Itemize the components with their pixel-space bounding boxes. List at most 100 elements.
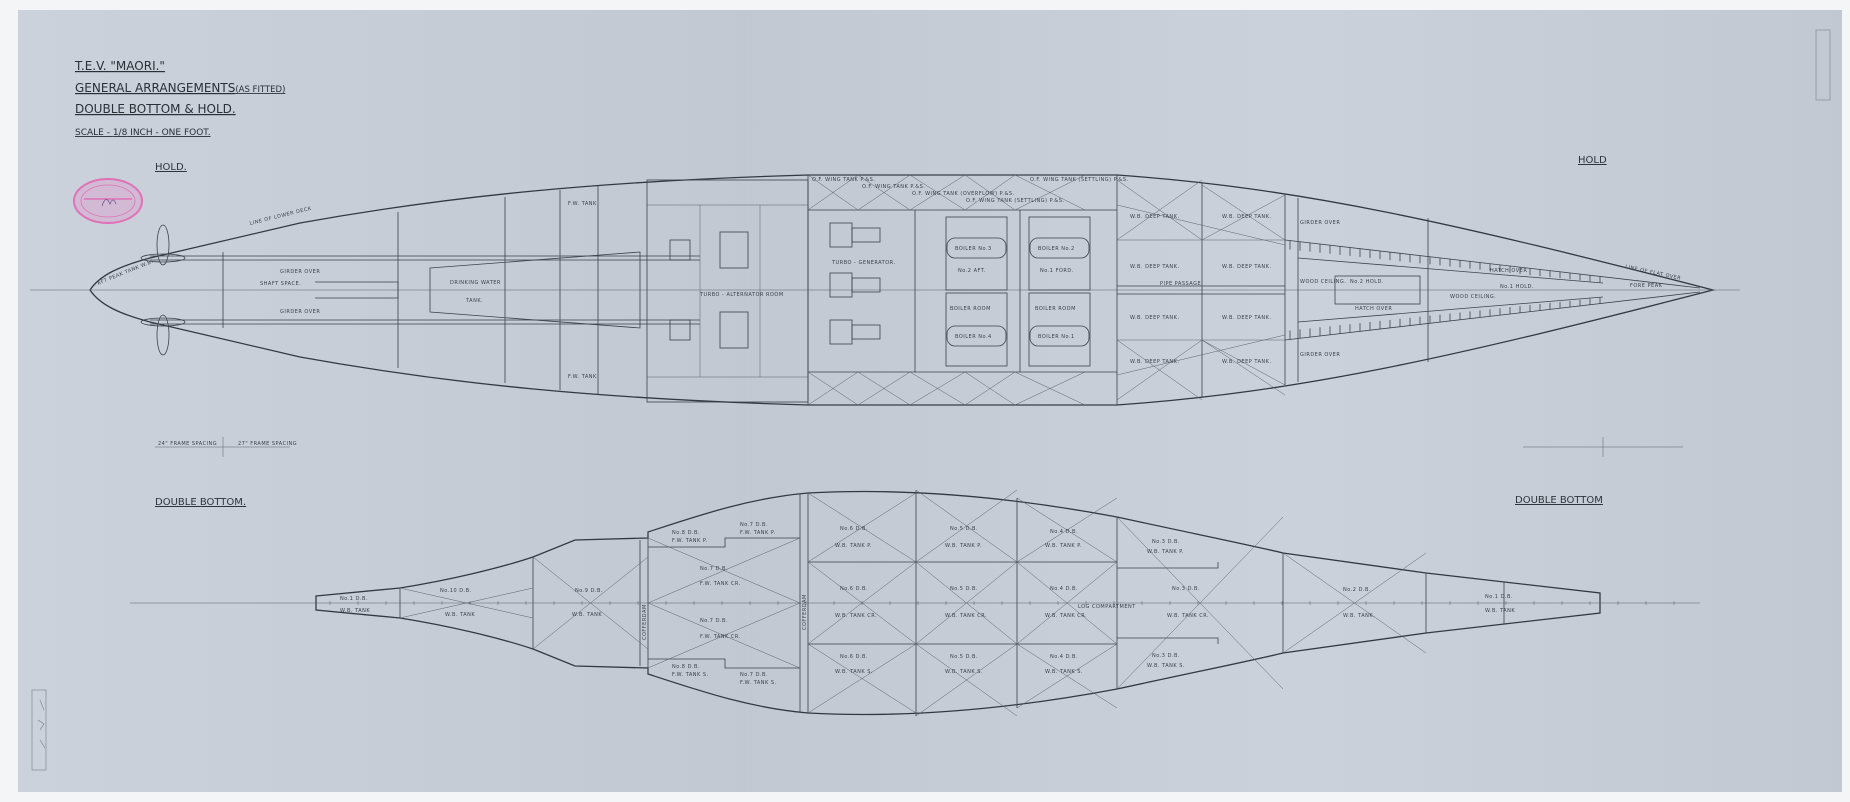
label: W.B. TANK S. bbox=[1045, 669, 1083, 675]
label: No.6 D.B. bbox=[840, 526, 868, 532]
label: No.9 D.B. bbox=[575, 588, 603, 594]
label: No.7 D.B. bbox=[700, 618, 728, 624]
label: W.B. TANK P. bbox=[945, 543, 982, 549]
hold-frames bbox=[1289, 240, 1601, 340]
tank-diagonal bbox=[915, 561, 1018, 645]
label: W.B. DEEP TANK. bbox=[1130, 315, 1180, 321]
label: BOILER No.1 bbox=[1038, 334, 1075, 340]
label: BOILER ROOM bbox=[950, 306, 991, 312]
frame-spacing-marker: 24" FRAME SPACING 27" FRAME SPACING bbox=[155, 437, 1683, 457]
label: W.B. DEEP TANK. bbox=[1130, 214, 1180, 220]
label: W.B. TANK CR. bbox=[945, 613, 987, 619]
hold-plan bbox=[30, 174, 1740, 406]
label: W.B. TANK bbox=[340, 608, 370, 614]
label: F.W. TANK CR. bbox=[700, 581, 741, 587]
label: W.B. DEEP TANK. bbox=[1130, 264, 1180, 270]
label: No.6 D.B. bbox=[840, 586, 868, 592]
label: W.B. DEEP TANK. bbox=[1222, 359, 1272, 365]
hold-heading-right: HOLD bbox=[1578, 155, 1607, 166]
label: No.1 D.B. bbox=[340, 596, 368, 602]
turbo-generators bbox=[829, 222, 881, 345]
double-bottom-heading-right: DOUBLE BOTTOM bbox=[1515, 495, 1603, 506]
double-bottom-heading-left: DOUBLE BOTTOM. bbox=[155, 497, 246, 508]
tank-diagonal bbox=[915, 643, 1018, 717]
label: COFFERDAM bbox=[642, 604, 648, 640]
tank-diagonal bbox=[647, 602, 801, 669]
label: No.10 D.B. bbox=[440, 588, 472, 594]
label: O.F. WING TANK (SETTLING) P.&S. bbox=[1030, 177, 1129, 183]
label: F.W. TANK CR. bbox=[700, 634, 741, 640]
tank-diagonal bbox=[1016, 561, 1118, 645]
double-bottom-plan bbox=[130, 489, 1700, 717]
hold-labels: LINE OF LOWER DECK AFT PEAK TANK W.B. SH… bbox=[97, 177, 1682, 380]
engine-room bbox=[646, 179, 809, 403]
label: No.5 D.B. bbox=[950, 586, 978, 592]
tank-diagonal bbox=[807, 643, 917, 714]
label: F.W. TANK P. bbox=[740, 530, 776, 536]
label: W.B. DEEP TANK. bbox=[1130, 359, 1180, 365]
label: LINE OF FLAT OVER bbox=[1625, 264, 1682, 282]
label: LOG COMPARTMENT bbox=[1078, 604, 1136, 610]
label: GIRDER OVER bbox=[1300, 220, 1340, 226]
label: TURBO - ALTERNATOR ROOM bbox=[699, 292, 784, 298]
label: No.4 D.B. bbox=[1050, 529, 1078, 535]
tank-diagonal bbox=[915, 489, 1018, 563]
pencil-annotation bbox=[31, 29, 1831, 771]
label: F.W. TANK P. bbox=[672, 538, 708, 544]
approval-stamp bbox=[73, 178, 143, 224]
tank-diagonal bbox=[1016, 643, 1118, 709]
label: No.4 D.B. bbox=[1050, 586, 1078, 592]
label: AFT PEAK TANK W.B. bbox=[97, 259, 155, 287]
boilers bbox=[945, 216, 1091, 367]
label: No.3 D.B. bbox=[1152, 539, 1180, 545]
label: W.B. TANK. bbox=[1343, 613, 1375, 619]
label: PIPE PASSAGE bbox=[1160, 281, 1201, 287]
label: BOILER ROOM bbox=[1035, 306, 1076, 312]
label: No.1 FORD. bbox=[1040, 268, 1074, 274]
label: COFFERDAM bbox=[802, 594, 808, 630]
label: GIRDER OVER bbox=[1300, 352, 1340, 358]
title-scale: SCALE - 1/8 INCH - ONE FOOT. bbox=[75, 128, 211, 138]
propeller-port bbox=[140, 224, 186, 266]
label: No.3 D.B. bbox=[1152, 653, 1180, 659]
label: BOILER No.4 bbox=[955, 334, 992, 340]
label: GIRDER OVER bbox=[280, 269, 320, 275]
tank-diagonal bbox=[1116, 516, 1284, 690]
label: No.3 D.B. bbox=[1172, 586, 1200, 592]
title-block: T.E.V. "MAORI." GENERAL ARRANGEMENTS(AS … bbox=[74, 59, 285, 138]
double-bottom-labels: No.1 D.B. W.B. TANK No.10 D.B. W.B. TANK… bbox=[340, 522, 1515, 686]
title-ship-name: T.E.V. "MAORI." bbox=[74, 59, 165, 73]
label: F.W. TANK S. bbox=[740, 680, 777, 686]
label: BOILER No.3 bbox=[955, 246, 992, 252]
label: No.7 D.B. bbox=[740, 672, 768, 678]
tank-diagonal bbox=[647, 537, 801, 604]
tank-diagonal bbox=[1016, 497, 1118, 563]
label: O.F. WING TANK P.&S. bbox=[862, 184, 925, 190]
frame-spacing-right-label: 27" FRAME SPACING bbox=[238, 441, 297, 447]
label: W.B. TANK CR. bbox=[1045, 613, 1087, 619]
label: W.B. TANK P. bbox=[1045, 543, 1082, 549]
label: No.5 D.B. bbox=[950, 526, 978, 532]
label: W.B. DEEP TANK. bbox=[1222, 264, 1272, 270]
frame-spacing-left-label: 24" FRAME SPACING bbox=[158, 441, 217, 447]
label: WOOD CEILING. bbox=[1300, 279, 1346, 285]
title-drawing-subject: DOUBLE BOTTOM & HOLD. bbox=[75, 102, 236, 116]
label: F.W. TANK bbox=[568, 374, 597, 380]
tank-diagonal bbox=[532, 556, 649, 650]
propeller-starboard bbox=[140, 314, 186, 356]
no2-hatch bbox=[1334, 275, 1421, 305]
label: O.F. WING TANK (SETTLING) P.&S. bbox=[966, 198, 1065, 204]
label: No.7 D.B. bbox=[740, 522, 768, 528]
label: SHAFT SPACE. bbox=[260, 281, 301, 287]
label: F.W. TANK bbox=[568, 201, 597, 207]
label: W.B. TANK P. bbox=[835, 543, 872, 549]
tank-diagonal bbox=[1282, 552, 1427, 654]
label: W.B. TANK S. bbox=[945, 669, 983, 675]
label: TURBO - GENERATOR. bbox=[831, 260, 896, 266]
drawing-sheet bbox=[18, 10, 1842, 792]
tank-diagonal bbox=[399, 587, 534, 619]
label: W.B. TANK S. bbox=[1147, 663, 1185, 669]
double-bottom-tank-diagonals bbox=[329, 489, 1675, 717]
label: W.B. TANK CR. bbox=[835, 613, 877, 619]
